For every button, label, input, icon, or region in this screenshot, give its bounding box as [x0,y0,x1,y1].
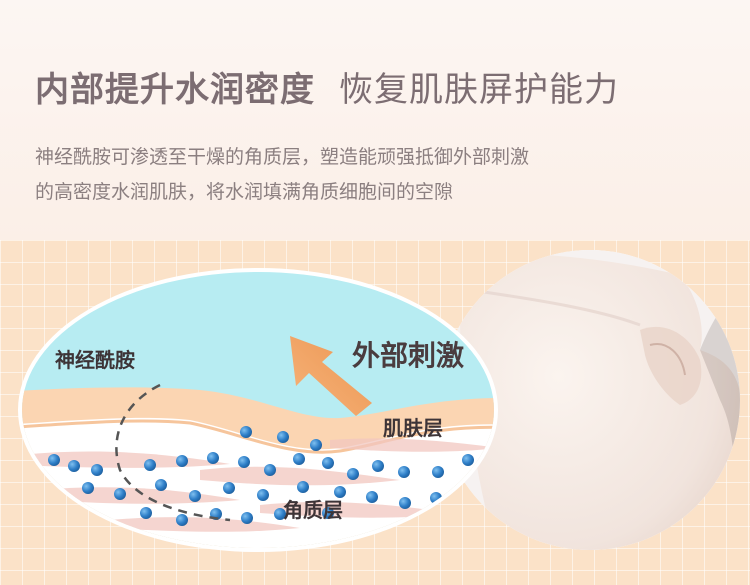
label-stratum-corneum: 角质层 [283,498,343,522]
skin-cross-section [18,268,498,552]
description-line-2: 的高密度水润肌肤，将水润填满角质细胞间的空隙 [35,181,454,203]
headline-light: 恢复肌肤屏护能力 [339,70,619,110]
label-skin-layer: 肌肤层 [383,416,443,440]
description-line-1: 神经酰胺可渗透至干燥的角质层，塑造能顽强抵御外部刺激 [35,146,530,168]
external-stimulus-arrow-icon [290,336,372,416]
label-external-stimulus: 外部刺激 [352,339,465,372]
page-headline: 内部提升水润密度恢复肌肤屏护能力 [35,62,619,111]
header-section: 内部提升水润密度恢复肌肤屏护能力 神经酰胺可渗透至干燥的角质层，塑造能顽强抵御外… [0,0,750,240]
description: 神经酰胺可渗透至干燥的角质层，塑造能顽强抵御外部刺激的高密度水润肌肤，将水润填满… [35,140,529,210]
water-droplet-icon [48,426,474,526]
label-ceramide: 神经酰胺 [55,348,135,372]
neck-photo [440,250,740,550]
headline-bold: 内部提升水润密度 [35,70,315,110]
